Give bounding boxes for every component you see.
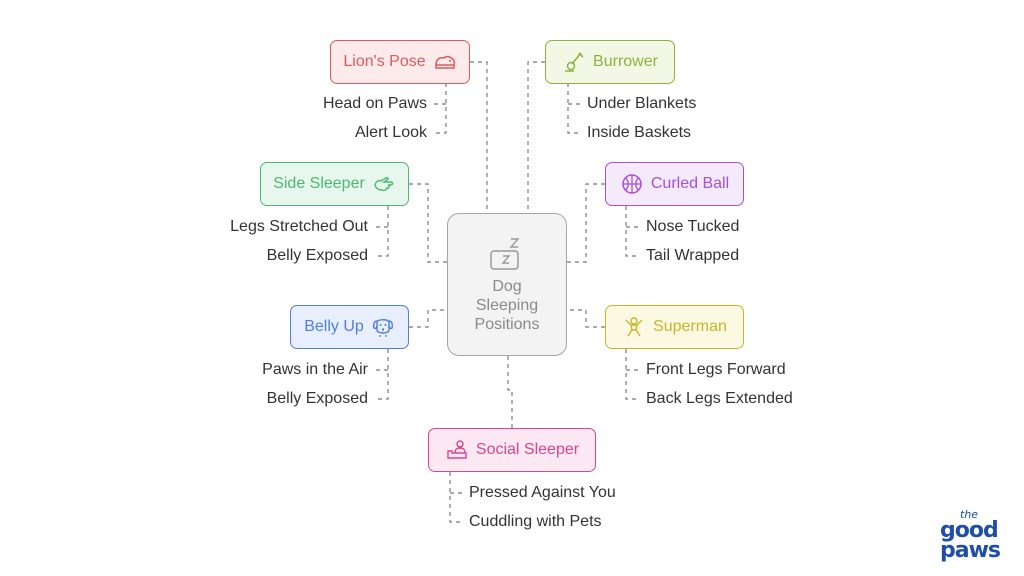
node-curled-ball-label: Curled Ball <box>650 175 730 192</box>
digging-icon <box>565 52 584 72</box>
side-sleeper-item-1: Legs Stretched Out <box>230 218 368 235</box>
brand-logo-bottom-word: paws <box>940 538 1001 563</box>
lions-pose-item-1: Head on Paws <box>322 95 427 112</box>
wire-social-sleeper-leaves <box>449 472 462 523</box>
side-sleeper-item-2: Belly Exposed <box>266 247 368 264</box>
lions-pose-item-2: Alert Look <box>354 124 427 141</box>
superman-item-2: Back Legs Extended <box>646 390 793 407</box>
wire-lions-pose-center <box>470 61 488 213</box>
burrower-item-2: Inside Baskets <box>587 124 692 141</box>
belly-up-item-1: Paws in the Air <box>262 361 368 378</box>
node-burrower-label: Burrower <box>593 53 658 70</box>
lion-icon <box>434 55 455 69</box>
wire-side-sleeper-leaves <box>376 206 389 257</box>
node-side-sleeper: Side Sleeper <box>260 162 409 206</box>
node-lions-pose: Lion's Pose <box>330 40 470 84</box>
brand-logo-top-word: good <box>940 518 999 543</box>
hand-pointing-icon <box>374 177 394 192</box>
wire-side-sleeper-center <box>409 183 447 263</box>
person-on-couch-icon <box>447 440 467 459</box>
brand-logo-small-word: the <box>960 508 979 521</box>
node-belly-up-label: Belly Up <box>304 318 364 335</box>
superman-item-1: Front Legs Forward <box>646 361 786 378</box>
wire-belly-up-leaves <box>376 349 389 400</box>
node-social-sleeper: Social Sleeper <box>428 428 596 472</box>
curled-ball-item-1: Nose Tucked <box>646 218 740 235</box>
sleep-zzz-icon <box>490 238 520 270</box>
wire-curled-ball-center <box>567 183 605 263</box>
wire-superman-leaves <box>625 349 638 400</box>
wire-social-sleeper-center <box>507 356 513 428</box>
social-sleeper-item-1: Pressed Against You <box>469 484 616 501</box>
node-curled-ball: Curled Ball <box>605 162 744 206</box>
node-burrower: Burrower <box>545 40 675 84</box>
brand-logo: the good paws <box>940 508 1016 568</box>
center-title: Dog Sleeping Positions <box>474 278 540 333</box>
node-belly-up: Belly Up <box>290 305 409 349</box>
node-superman: Superman <box>605 305 744 349</box>
ball-icon <box>622 174 642 194</box>
node-superman-label: Superman <box>653 318 727 335</box>
dog-face-icon <box>372 319 393 337</box>
wire-burrower-center <box>527 61 545 213</box>
belly-up-item-2: Belly Exposed <box>266 390 368 407</box>
wire-belly-up-center <box>409 309 447 328</box>
node-social-sleeper-label: Social Sleeper <box>475 441 580 458</box>
wire-lions-pose-leaves <box>434 83 447 134</box>
burrower-item-1: Under Blankets <box>587 95 697 112</box>
social-sleeper-item-2: Cuddling with Pets <box>469 513 602 530</box>
wire-curled-ball-leaves <box>625 206 638 257</box>
wire-superman-center <box>567 309 605 328</box>
flying-figure-icon <box>625 317 643 337</box>
curled-ball-item-2: Tail Wrapped <box>646 247 740 264</box>
node-lions-pose-label: Lion's Pose <box>343 53 426 70</box>
wire-burrower-leaves <box>567 83 580 134</box>
center-node: Dog Sleeping Positions <box>447 213 567 356</box>
node-side-sleeper-label: Side Sleeper <box>273 175 365 192</box>
